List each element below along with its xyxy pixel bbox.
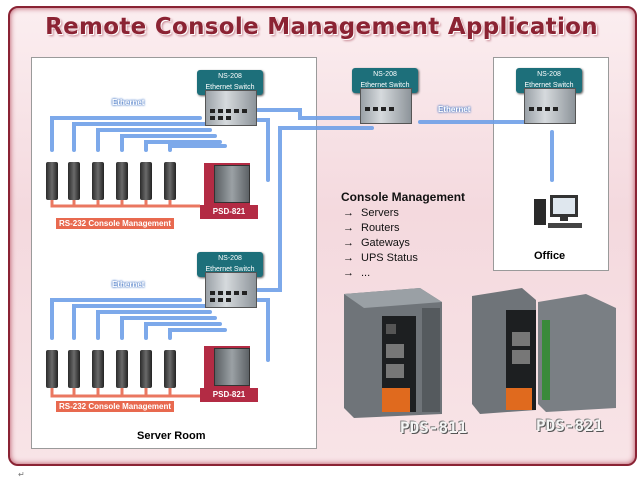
ethernet-switch-top: NS-208 Ethernet Switch (197, 70, 269, 126)
ethernet-label: Ethernet (112, 280, 145, 289)
switch-type-label: Ethernet Switch (360, 82, 410, 89)
server-device (116, 350, 128, 388)
ethernet-switch-center: NS-208 Ethernet Switch (352, 68, 424, 124)
ethernet-cable (168, 144, 227, 152)
ethernet-label: Ethernet (112, 98, 145, 107)
server-device (46, 350, 58, 388)
server-device (46, 162, 58, 200)
switch-body (360, 88, 412, 124)
ethernet-cable (72, 304, 207, 340)
switch-body (205, 272, 257, 308)
switch-body (205, 90, 257, 126)
list-item: →... (343, 267, 371, 279)
rs232-label: RS-232 Console Management (56, 218, 175, 229)
switch-type-label: Ethernet Switch (524, 82, 574, 89)
switch-model-label: NS-208 (218, 73, 242, 80)
ethernet-cable (96, 310, 212, 340)
ethernet-cable (120, 134, 217, 152)
ethernet-cable (144, 322, 222, 340)
psd-unit-top: PSD-821 (200, 163, 262, 221)
list-item: →Routers (343, 222, 400, 234)
psd-device-image (214, 348, 250, 386)
ethernet-cable (144, 140, 222, 152)
ethernet-cable (50, 298, 202, 340)
list-item: →Gateways (343, 237, 410, 249)
ethernet-cable (96, 128, 212, 152)
ethernet-label: Ethernet (438, 105, 471, 114)
server-device (140, 350, 152, 388)
server-device (116, 162, 128, 200)
list-item: →UPS Status (343, 252, 418, 264)
office-computer-icon (534, 195, 582, 228)
ethernet-cable (168, 328, 227, 340)
ethernet-cable (256, 126, 374, 292)
switch-type-label: Ethernet Switch (205, 266, 255, 273)
console-management-title: Console Management (341, 190, 466, 204)
ethernet-switch-bottom: NS-208 Ethernet Switch (197, 252, 269, 308)
diagram-title: Remote Console Management Application (45, 14, 598, 40)
pds-821-label: PDS-821 (536, 416, 604, 435)
server-device (68, 350, 80, 388)
ethernet-switch-office: NS-208 Ethernet Switch (516, 68, 588, 124)
psd-label: PSD-821 (200, 205, 258, 219)
console-management-list: →Servers →Routers →Gateways →UPS Status … (343, 206, 418, 281)
office-label: Office (534, 250, 566, 262)
return-mark: ↵ (18, 470, 25, 479)
ethernet-cable (256, 118, 270, 182)
psd-device-image (214, 165, 250, 203)
list-item: →Servers (343, 207, 399, 219)
server-room-label: Server Room (137, 430, 206, 442)
pds-811-label: PDS-811 (400, 418, 468, 437)
ethernet-cable (120, 316, 217, 340)
switch-body (524, 88, 576, 124)
switch-model-label: NS-208 (373, 71, 397, 78)
switch-model-label: NS-208 (218, 255, 242, 262)
switch-type-label: Ethernet Switch (205, 84, 255, 91)
pds-821-product-image (472, 288, 616, 414)
server-device (140, 162, 152, 200)
ethernet-cable (50, 116, 202, 152)
server-device (92, 162, 104, 200)
psd-label: PSD-821 (200, 388, 258, 402)
switch-model-label: NS-208 (537, 71, 561, 78)
server-device (92, 350, 104, 388)
server-device (68, 162, 80, 200)
rs232-cable (50, 384, 200, 398)
ethernet-cable (72, 122, 207, 152)
psd-unit-bottom: PSD-821 (200, 346, 262, 404)
rs232-label: RS-232 Console Management (56, 401, 175, 412)
server-device (164, 350, 176, 388)
ethernet-cable (256, 298, 270, 362)
ethernet-cable (256, 108, 374, 120)
server-device (164, 162, 176, 200)
pds-811-product-image (344, 288, 442, 418)
